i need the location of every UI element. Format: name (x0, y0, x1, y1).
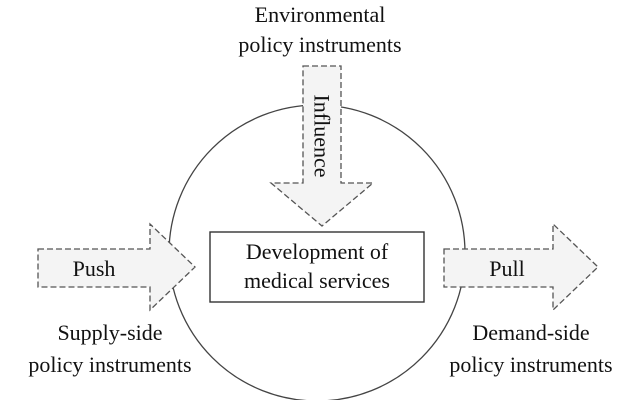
left-label-line1: Supply-side (57, 320, 162, 345)
left-label-line2: policy instruments (28, 352, 191, 377)
pull-arrow-text: Pull (489, 256, 524, 281)
center-box-line2: medical services (244, 268, 390, 293)
influence-arrow-text: Influence (310, 94, 335, 177)
center-box-line1: Development of (246, 239, 389, 264)
push-arrow-text: Push (73, 256, 116, 281)
right-label-line1: Demand-side (472, 320, 589, 345)
top-label-line2: policy instruments (238, 32, 401, 57)
top-label-line1: Environmental (255, 2, 386, 27)
center-box (209, 231, 425, 303)
pull-arrow (443, 222, 599, 312)
influence-arrow (269, 65, 375, 227)
right-label-line2: policy instruments (449, 352, 612, 377)
push-arrow (37, 222, 196, 312)
